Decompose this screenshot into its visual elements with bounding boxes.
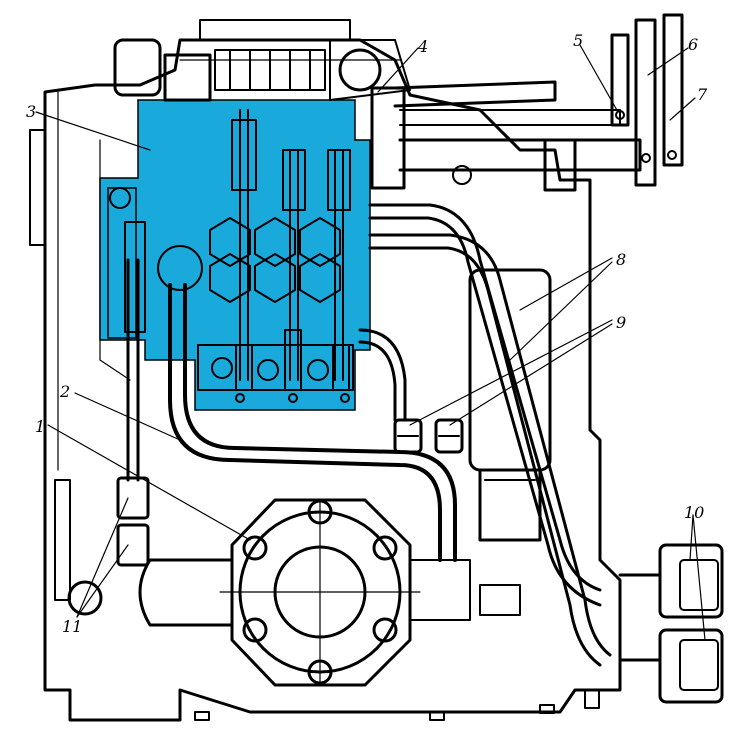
- callout-1: 1: [35, 417, 45, 436]
- base-bolts: [194, 689, 600, 721]
- pipes: [126, 203, 612, 667]
- distributor-block-highlight: [99, 99, 371, 411]
- fittings-11: [67, 476, 150, 616]
- distributor-details: [109, 109, 354, 403]
- callout-8: 8: [616, 250, 626, 269]
- callout-9: 9: [616, 313, 626, 332]
- housing: [29, 19, 622, 722]
- leader-lines: [35, 44, 706, 641]
- fittings-9: [393, 418, 464, 454]
- distributor-body: [99, 99, 371, 411]
- callout-2: 2: [59, 382, 70, 401]
- lever-linkage: [370, 13, 684, 192]
- callout-6: 6: [688, 35, 698, 54]
- callouts: 1 2 3 4 5 6 7 8 9 10 11: [26, 31, 708, 636]
- pump-flange: [138, 498, 521, 687]
- cylinder: [468, 268, 552, 542]
- callout-10: 10: [684, 503, 704, 522]
- callout-3: 3: [26, 102, 36, 121]
- callout-7: 7: [697, 85, 708, 104]
- callout-11: 11: [62, 617, 82, 636]
- fittings-10: [618, 543, 724, 704]
- callout-5: 5: [573, 31, 583, 50]
- callout-4: 4: [417, 37, 428, 56]
- top-mechanism: [113, 38, 411, 102]
